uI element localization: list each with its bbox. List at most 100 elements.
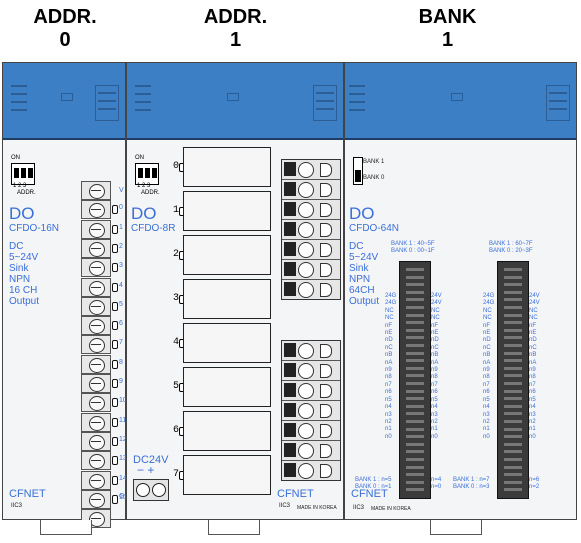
dip-on-label: ON [135, 155, 144, 161]
module-top-cover [345, 63, 576, 140]
relay [183, 235, 271, 275]
relay-number: 3 [173, 293, 180, 304]
header-addr-0: ADDR. 0 [33, 6, 97, 51]
channel-led [112, 456, 118, 466]
screw-terminal[interactable] [81, 335, 111, 355]
relay-number: 1 [173, 205, 180, 216]
right-connector-pins-a: 24G 24G NC NC nF nE nD nC nB nA n9 n8 n7… [483, 293, 495, 440]
channel-led [112, 301, 118, 311]
screw-terminal[interactable] [81, 316, 111, 336]
v-terminal-label: V [119, 187, 124, 194]
channel-number: 3 [119, 262, 123, 270]
relay [183, 191, 271, 231]
channel-led [112, 224, 118, 234]
right-connector-pins-b: 24V 24V NC NC nF nE nD nC nB nA n9 n8 n7… [529, 293, 540, 440]
channel-number: 13 [119, 455, 127, 463]
left-connector-pins-a: 24G 24G NC NC nF nE nD nC nB nA n9 n8 n7… [385, 293, 397, 440]
screw-terminal[interactable] [81, 200, 111, 220]
channel-number: 9 [119, 378, 123, 385]
screw-terminal[interactable] [81, 470, 111, 490]
channel-number: 15 [119, 493, 127, 501]
module-type: DO [9, 204, 35, 223]
channel-led [112, 205, 118, 215]
dip-number-label: 1 2 3 [13, 183, 27, 189]
relay-number: 2 [173, 249, 180, 260]
screw-terminal[interactable] [81, 393, 111, 413]
relay-number: 5 [173, 381, 180, 392]
relay [183, 147, 271, 187]
relay-number: 0 [173, 161, 180, 172]
screw-terminal[interactable] [81, 238, 111, 258]
channel-number: 4 [119, 281, 123, 289]
dip-addr-label: ADDR. [17, 190, 36, 196]
sub-label: IIC3 [279, 503, 291, 509]
screw-terminal[interactable] [81, 258, 111, 278]
channel-led [112, 243, 118, 253]
screw-terminal[interactable] [81, 412, 111, 432]
dip-number-label: 1 2 3 [137, 183, 151, 189]
screw-terminal[interactable] [81, 277, 111, 297]
relay [183, 411, 271, 451]
screw-terminal[interactable] [81, 296, 111, 316]
bank-switch[interactable] [353, 157, 363, 185]
header-addr-1: ADDR. 1 [203, 6, 268, 51]
relay [183, 367, 271, 407]
bank-0-label: BANK 0 [363, 175, 385, 181]
screw-terminal[interactable] [81, 374, 111, 393]
channel-number: 8 [119, 358, 123, 366]
module-type: DO [349, 204, 375, 223]
channel-led [112, 282, 118, 292]
screw-terminal[interactable] [81, 354, 111, 374]
right-connector[interactable] [497, 261, 529, 499]
brand-label: CFNET [351, 488, 388, 500]
address-dip-switch[interactable] [11, 163, 35, 185]
screw-terminal[interactable] [81, 489, 111, 509]
relay [183, 279, 271, 319]
module-top-cover [3, 63, 125, 140]
channel-number: 10 [119, 397, 127, 405]
screw-terminal[interactable] [81, 451, 111, 471]
relay-number: 4 [173, 337, 180, 348]
dip-addr-label: ADDR. [141, 190, 160, 196]
channel-number: 5 [119, 300, 123, 308]
channel-number: 0 [119, 204, 123, 212]
relay [183, 455, 271, 495]
model-name: CFDO-64N [349, 223, 400, 234]
terminal-block-lower[interactable] [281, 340, 341, 481]
module-top-cover [127, 63, 343, 140]
channel-number: 12 [119, 435, 127, 443]
channel-number: 2 [119, 242, 123, 250]
header-bank-1: BANK 1 [418, 6, 477, 51]
channel-number: 11 [119, 416, 127, 424]
channel-led [112, 379, 118, 388]
channel-led [112, 340, 118, 350]
left-connector-pins-b: 24V 24V NC NC nF nE nD nC nB nA n9 n8 n7… [431, 293, 442, 440]
terminal-block-upper[interactable] [281, 159, 341, 300]
model-name: CFDO-16N [9, 223, 60, 234]
channel-led [112, 398, 118, 408]
screw-terminal[interactable] [81, 181, 111, 200]
channel-number: 7 [119, 339, 123, 347]
model-name: CFDO-8R [131, 223, 176, 234]
channel-led [112, 359, 118, 369]
left-connector[interactable] [399, 261, 431, 499]
screw-terminal[interactable] [81, 219, 111, 239]
channel-led [112, 475, 118, 485]
polarity-label: − + [137, 463, 155, 477]
power-terminal[interactable] [133, 479, 169, 501]
screw-terminal[interactable] [81, 431, 111, 451]
address-dip-switch[interactable] [135, 163, 159, 185]
channel-number: 6 [119, 320, 123, 328]
module-type: DO [131, 204, 157, 223]
channel-led [112, 263, 118, 273]
